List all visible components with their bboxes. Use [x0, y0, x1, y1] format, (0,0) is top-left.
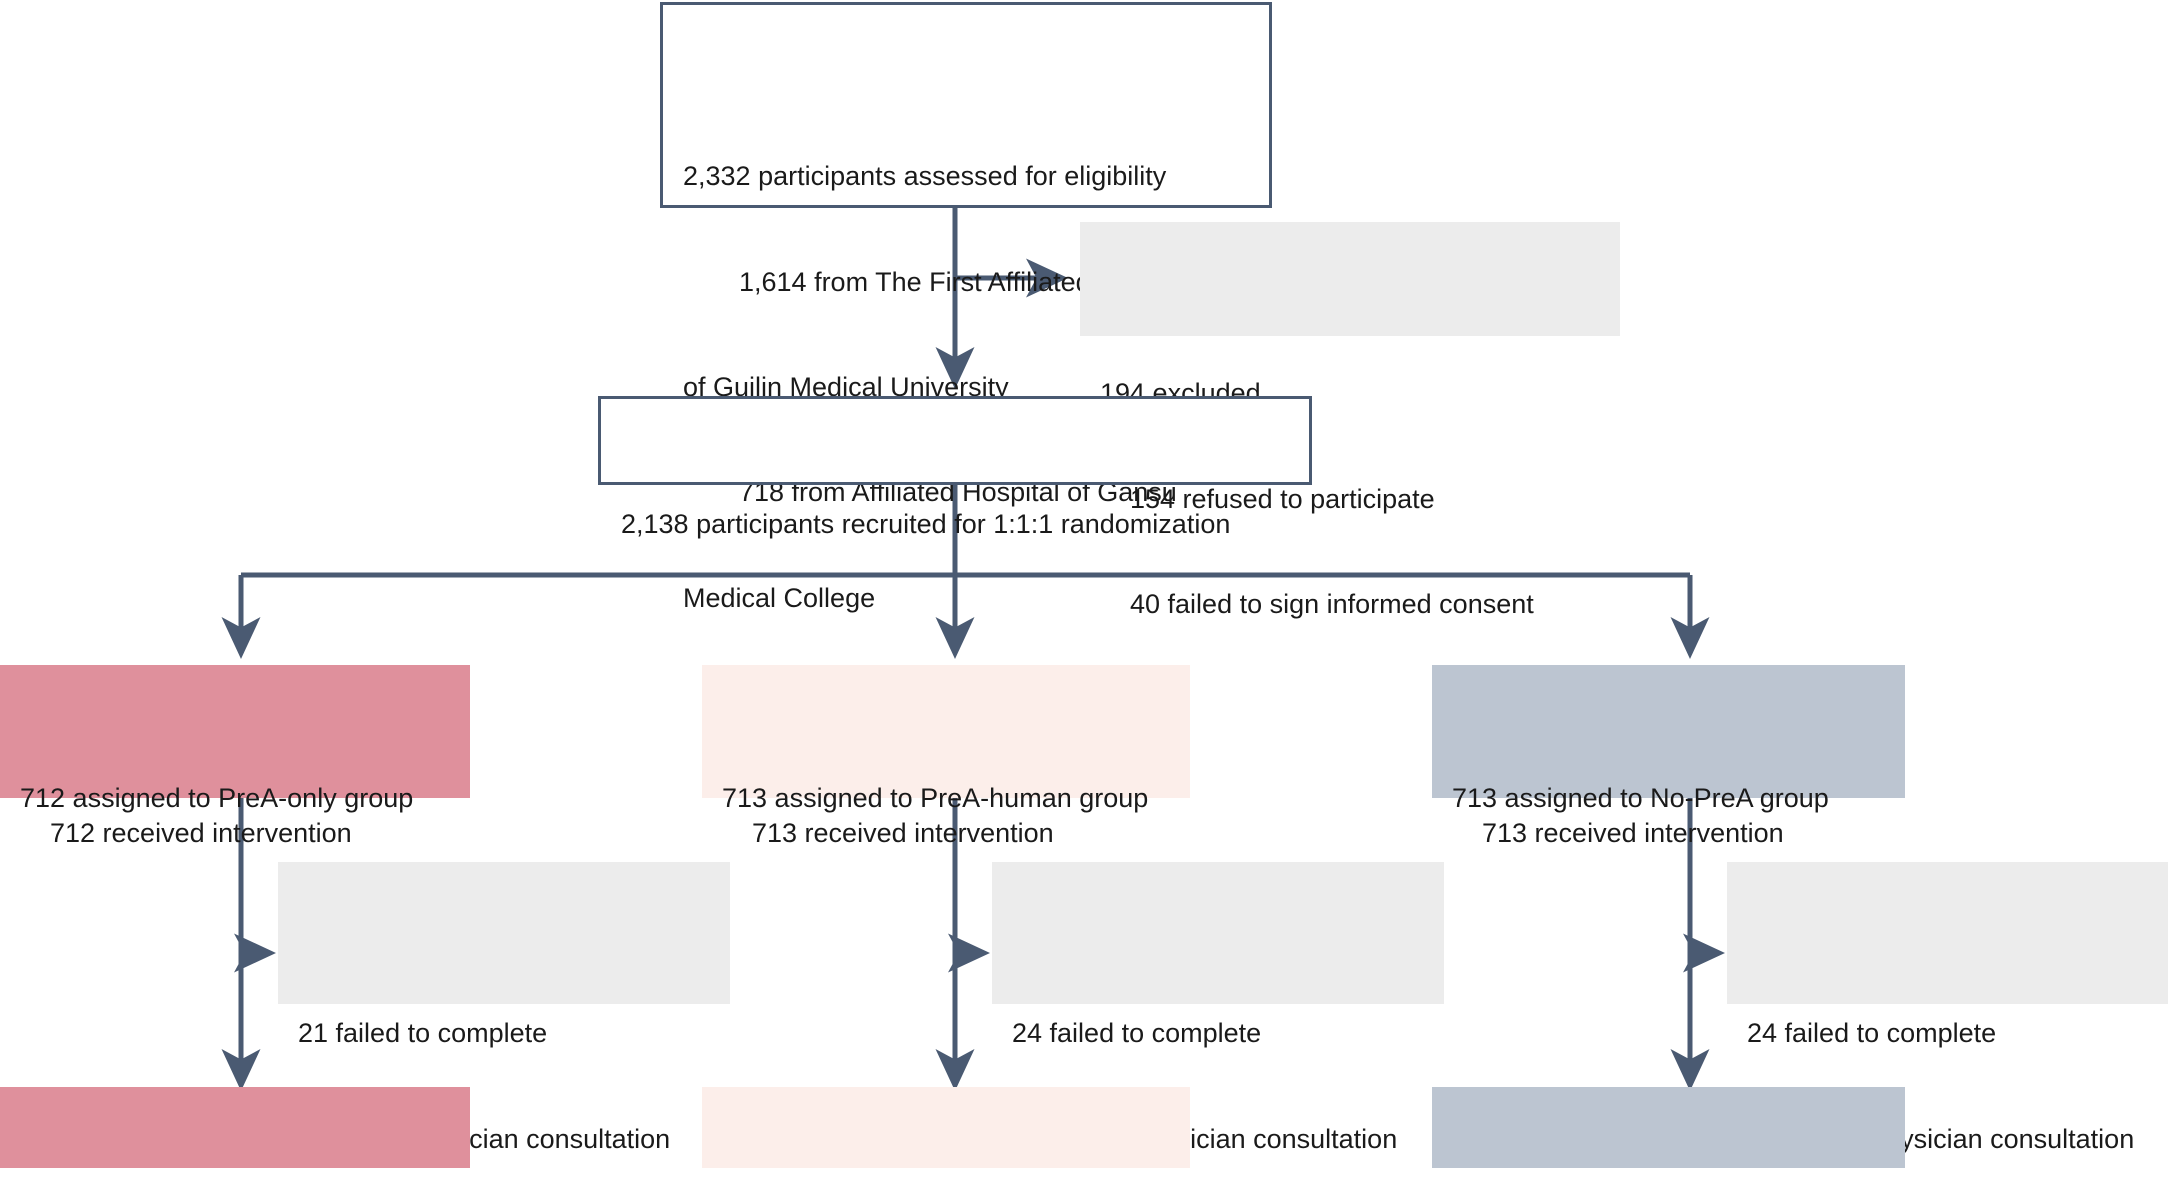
excluded-reason-2: 40 failed to sign informed consent [1130, 588, 1534, 619]
arm-2-attrition-headline: 24 failed to complete [1012, 1018, 1262, 1049]
arm-2-received: 713 received intervention [752, 817, 1054, 848]
box-randomized: 2,138 participants recruited for 1:1:1 r… [598, 396, 1312, 539]
arm-3-received: 713 received intervention [1482, 817, 1784, 848]
box-allocation-prea-only: 712 assigned to PreA-only group 712 rece… [0, 665, 470, 848]
arm-3-attrition-headline: 24 failed to complete [1747, 1018, 1997, 1049]
box-assessed-for-eligibility: 2,332 participants assessed for eligibil… [660, 2, 1272, 613]
box-attrition-no-prea: 24 failed to complete 10 lack physician … [1727, 862, 2168, 1154]
box-analysis-prea-human: 689 included in final analysis [702, 1087, 1190, 1168]
arm-2-assigned: 713 assigned to PreA-human group [722, 782, 1149, 813]
box-analysis-no-prea: 689 included in final analysis [1432, 1087, 1905, 1168]
box-attrition-prea-human: 24 failed to complete 11 lack physician … [992, 862, 1444, 1154]
excluded-reason-1: 154 refused to participate [1130, 483, 1435, 514]
arm-1-attrition-headline: 21 failed to complete [298, 1018, 548, 1049]
assessed-headline: 2,332 participants assessed for eligibil… [683, 161, 1167, 192]
box-allocation-no-prea: 713 assigned to No-PreA group 713 receiv… [1432, 665, 1905, 848]
box-attrition-prea-only: 21 failed to complete 7 lack physician c… [278, 862, 730, 1154]
arm-1-assigned: 712 assigned to PreA-only group [20, 782, 414, 813]
randomized-label: 2,138 participants recruited for 1:1:1 r… [621, 509, 1231, 540]
box-analysis-prea-only: 691 included in final analysis [0, 1087, 470, 1168]
box-allocation-prea-human: 713 assigned to PreA-human group 713 rec… [702, 665, 1190, 848]
arm-1-received: 712 received intervention [50, 817, 352, 848]
arm-3-assigned: 713 assigned to No-PreA group [1452, 782, 1829, 813]
box-excluded: 194 excluded 154 refused to participate … [1080, 222, 1620, 619]
assessed-site-2-continued: Medical College [683, 582, 876, 613]
